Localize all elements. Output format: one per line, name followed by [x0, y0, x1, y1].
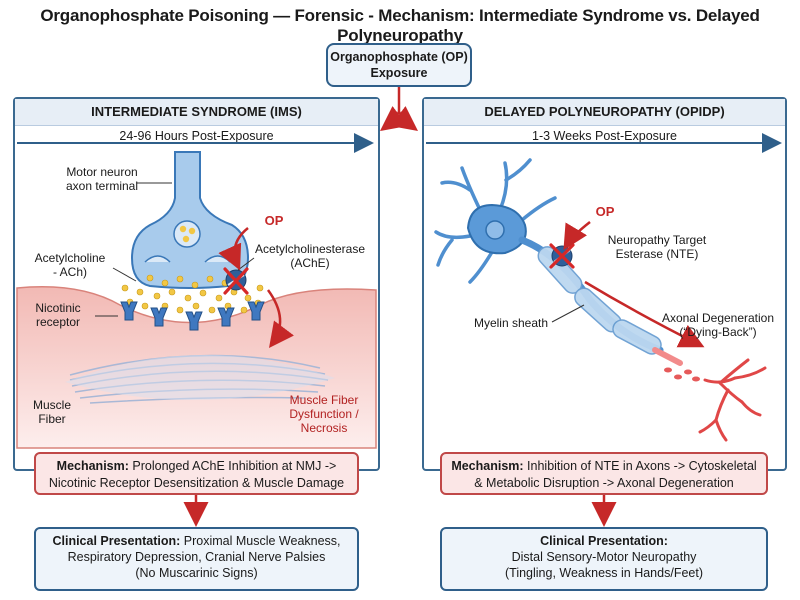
axonal-degeneration-label: Axonal Degeneration (“Dying-Back”)	[661, 311, 775, 339]
acetylcholine-label: Acetylcholine - ACh)	[34, 251, 106, 279]
opidp-clinical-line2: (Tingling, Weakness in Hands/Feet)	[504, 566, 703, 580]
ache-inhibited-x-icon	[223, 267, 249, 295]
opidp-mechanism-box: Mechanism: Inhibition of NTE in Axons ->…	[440, 452, 768, 495]
ims-clinical-label: Clinical Presentation:	[52, 534, 181, 548]
opidp-mechanism-line1: Inhibition of NTE in Axons -> Cytoskelet…	[527, 459, 757, 473]
ims-op-label: OP	[264, 213, 284, 228]
ims-header: INTERMEDIATE SYNDROME (IMS)	[15, 99, 378, 126]
ims-mechanism-label: Mechanism:	[56, 459, 129, 473]
ims-timeline-label: 24-96 Hours Post-Exposure	[119, 129, 274, 143]
page-title: Organophosphate Poisoning — Forensic - M…	[40, 6, 760, 45]
opidp-panel: DELAYED POLYNEUROPATHY (OPIDP) 1-3 Weeks…	[422, 97, 787, 471]
ims-mechanism-line1: Prolonged AChE Inhibition at NMJ ->	[132, 459, 337, 473]
myelin-segments	[537, 246, 662, 355]
ims-clinical-line1: Proximal Muscle Weakness,	[183, 534, 341, 548]
axon-fragments	[664, 367, 700, 382]
terminal-branches	[698, 358, 767, 442]
opidp-mechanism-label: Mechanism:	[451, 459, 524, 473]
ims-clinical-line2: Respiratory Depression, Cranial Nerve Pa…	[67, 550, 326, 564]
ims-clinical-box: Clinical Presentation: Proximal Muscle W…	[34, 527, 359, 591]
exposure-box: Organophosphate (OP) Exposure	[326, 43, 472, 87]
synaptic-vesicle	[173, 220, 201, 248]
exposure-line2: Exposure	[370, 66, 428, 80]
opidp-op-arrow	[563, 221, 591, 251]
ims-mechanism-line2: Nicotinic Receptor Desensitization & Mus…	[48, 476, 345, 490]
ache-label: Acetylcholinesterase (AChE)	[254, 242, 366, 270]
opidp-clinical-line1: Distal Sensory-Motor Neuropathy	[511, 550, 697, 564]
ims-clinical-line3: (No Muscarinic Signs)	[135, 566, 258, 580]
opidp-timeline-label: 1-3 Weeks Post-Exposure	[532, 129, 677, 143]
opidp-clinical-box: Clinical Presentation: Distal Sensory-Mo…	[440, 527, 768, 591]
acetylcholine-molecules	[121, 274, 264, 314]
ims-op-arrow	[218, 227, 249, 271]
nicotinic-receptors	[120, 301, 265, 331]
muscle-fiber-shape	[65, 354, 335, 401]
exposure-split-arrow	[380, 87, 418, 132]
motor-neuron-label: Motor neuron axon terminal	[65, 165, 139, 193]
myelin-leader-line	[551, 304, 585, 323]
opidp-mechanism-line2: & Metabolic Disruption -> Axonal Degener…	[474, 476, 734, 490]
muscle-fiber-label: Muscle Fiber	[32, 398, 71, 426]
exposure-line1: Organophosphate (OP)	[330, 50, 468, 64]
neuron-nucleus	[485, 220, 505, 240]
ims-mechanism-box: Mechanism: Prolonged AChE Inhibition at …	[34, 452, 359, 495]
ims-damage-arrow	[266, 289, 294, 349]
opidp-degeneration-arrow	[584, 280, 705, 348]
muscle-dysfunction-label: Muscle Fiber Dysfunction / Necrosis	[289, 393, 359, 435]
opidp-op-label: OP	[595, 204, 615, 219]
opidp-header: DELAYED POLYNEUROPATHY (OPIDP)	[424, 99, 785, 126]
nicotinic-receptor-label: Nicotinic receptor	[35, 301, 81, 329]
opidp-clinical-label: Clinical Presentation:	[540, 534, 668, 548]
myelin-sheath-label: Myelin sheath	[473, 316, 549, 330]
degenerating-axon	[652, 347, 683, 366]
nte-label: Neuropathy Target Esterase (NTE)	[607, 233, 707, 261]
